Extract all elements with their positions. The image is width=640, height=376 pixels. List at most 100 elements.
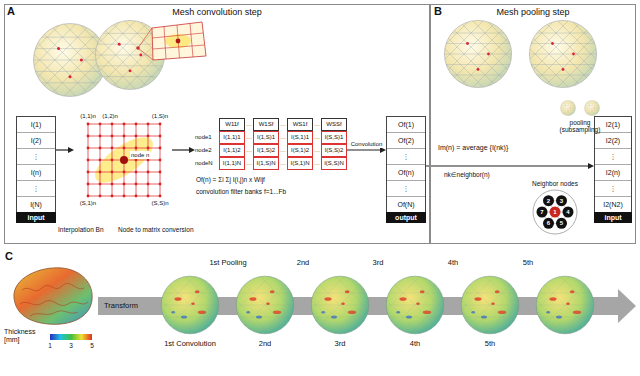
label-wrap: Node to matrix conversion: [118, 226, 194, 233]
text-label: Thickness [mm]: [4, 328, 48, 344]
matrix-cell: I(1,1)1: [219, 131, 245, 144]
interpolation-grid: (1,1)n(1,2)n(1,S)nnode n(S,1)n(S,S)n: [74, 110, 172, 210]
matrix-table: W11f…W1Sf…WS1f…WSSfnode1I(1,1)1…I(1,S)1……: [195, 118, 347, 170]
text-label: 2nd: [259, 340, 272, 349]
grid-dot: [135, 195, 138, 198]
text-label: 3: [560, 197, 563, 205]
grid-label-wrap: (1,1)n: [80, 112, 96, 120]
text-label: 4th: [410, 340, 420, 349]
connector: [56, 147, 74, 153]
mesh-globe: [528, 19, 598, 89]
text-label: 1: [553, 208, 556, 216]
vector-cell: Of(N): [387, 196, 425, 212]
matrix-cell: …: [279, 157, 287, 170]
label-wrap: 4th: [448, 259, 458, 268]
grid-dot: [99, 147, 102, 150]
center-node: [120, 156, 128, 164]
connector-line: [426, 165, 589, 166]
text-label: convolution filter banks f=1...Fb: [196, 188, 286, 195]
grid-dot: [135, 147, 138, 150]
connector: [426, 163, 594, 169]
panel-heading: Mesh pooling step: [492, 7, 573, 17]
text-label: 3rd: [335, 340, 346, 349]
text-label: 2nd: [297, 259, 310, 268]
grid-label-wrap: (1,2)n: [102, 112, 118, 120]
grid-dot: [135, 171, 138, 174]
matrix-cell: I(S,S)1: [321, 131, 347, 144]
matrix-cell: I(1,S)2: [253, 144, 279, 157]
tag-text: input: [594, 212, 632, 223]
matrix-cell: I(S,1)N: [287, 157, 313, 170]
grid-drawing: [74, 110, 172, 210]
grid-dot: [135, 183, 138, 186]
weight-cell: W11f: [219, 118, 245, 131]
grid-dot: [147, 147, 150, 150]
matrix-cell: …: [245, 131, 253, 144]
weight-cell: W1Sf: [253, 118, 279, 131]
small-globe: [560, 100, 576, 116]
grid-label: (1,1)n: [80, 112, 96, 120]
label-wrap: Thickness [mm]: [4, 328, 48, 344]
weight-cell: …: [245, 118, 253, 131]
label-wrap: B: [434, 5, 442, 18]
grid-dot: [111, 183, 114, 186]
panel-frame: Mesh convolution stepI(1)I(2)⋮I(n)⋮I(N)i…: [4, 4, 430, 244]
grid-dot: [111, 195, 114, 198]
vector-box: I(1)I(2)⋮I(n)⋮I(N): [16, 116, 56, 213]
label-wrap: 5th: [523, 259, 533, 268]
text-label: Interpolation Bn: [58, 226, 104, 233]
grid-label-wrap: node n: [130, 151, 150, 159]
vector-cell: I(1): [17, 117, 55, 132]
label-wrap: 4: [566, 208, 569, 216]
label-wrap: 2nd: [297, 259, 310, 268]
text-label: 3rd: [373, 259, 384, 268]
grid-dot: [147, 195, 150, 198]
vector-cell: I(2): [17, 132, 55, 148]
tag-box: input: [16, 212, 56, 223]
vector-cell: ⋮: [595, 180, 631, 196]
grid-dot: [147, 171, 150, 174]
grid-dot: [147, 123, 150, 126]
grid-label: node n: [130, 151, 150, 159]
vector-cell: ⋮: [387, 180, 425, 196]
vector-cell: ⋮: [387, 148, 425, 164]
grid-dot: [159, 171, 162, 174]
grid-dot: [159, 123, 162, 126]
matrix-cell: I(S,1)2: [287, 144, 313, 157]
mesh-globe: [443, 19, 513, 89]
vector-cell: I(N): [17, 196, 55, 212]
tag-box: input: [594, 212, 632, 223]
grid-dot: [159, 147, 162, 150]
label-wrap: 4th: [410, 340, 420, 349]
grid-dot: [159, 135, 162, 138]
text-label: 1st Convolution: [164, 340, 216, 349]
row-label: nodeN: [195, 157, 219, 170]
label-wrap: 5: [90, 342, 94, 349]
small-globe: [584, 100, 600, 116]
label-wrap: Of(n) = Σi Σj I(i,j)n x Wijf: [196, 176, 265, 183]
text-label: 7: [540, 208, 543, 216]
grid-lines: [88, 124, 160, 196]
grid-dot: [147, 183, 150, 186]
text-label: 1: [48, 342, 52, 349]
grid-dot: [111, 135, 114, 138]
label-wrap: 3: [69, 342, 73, 349]
grid-dot: [123, 171, 126, 174]
grid-dot: [87, 123, 90, 126]
grid-dot: [99, 183, 102, 186]
label-wrap: convolution filter banks f=1...Fb: [196, 188, 286, 195]
matrix-cell: I(1,S)1: [253, 131, 279, 144]
brain: [14, 268, 92, 325]
grid-dot: [111, 159, 114, 162]
label-wrap: 3rd: [373, 259, 384, 268]
vector-cell: Of(1): [387, 117, 425, 132]
matrix-cell: I(S,S)2: [321, 144, 347, 157]
text-label: 5: [90, 342, 94, 349]
grid-dot: [111, 171, 114, 174]
grid-dot: [111, 123, 114, 126]
grid-dot: [87, 171, 90, 174]
weight-cell: WS1f: [287, 118, 313, 131]
matrix-cell: I(S,S)N: [321, 157, 347, 170]
grid-dot: [123, 183, 126, 186]
vector-box: Of(1)Of(2)⋮Of(n)⋮Of(N): [386, 116, 426, 213]
